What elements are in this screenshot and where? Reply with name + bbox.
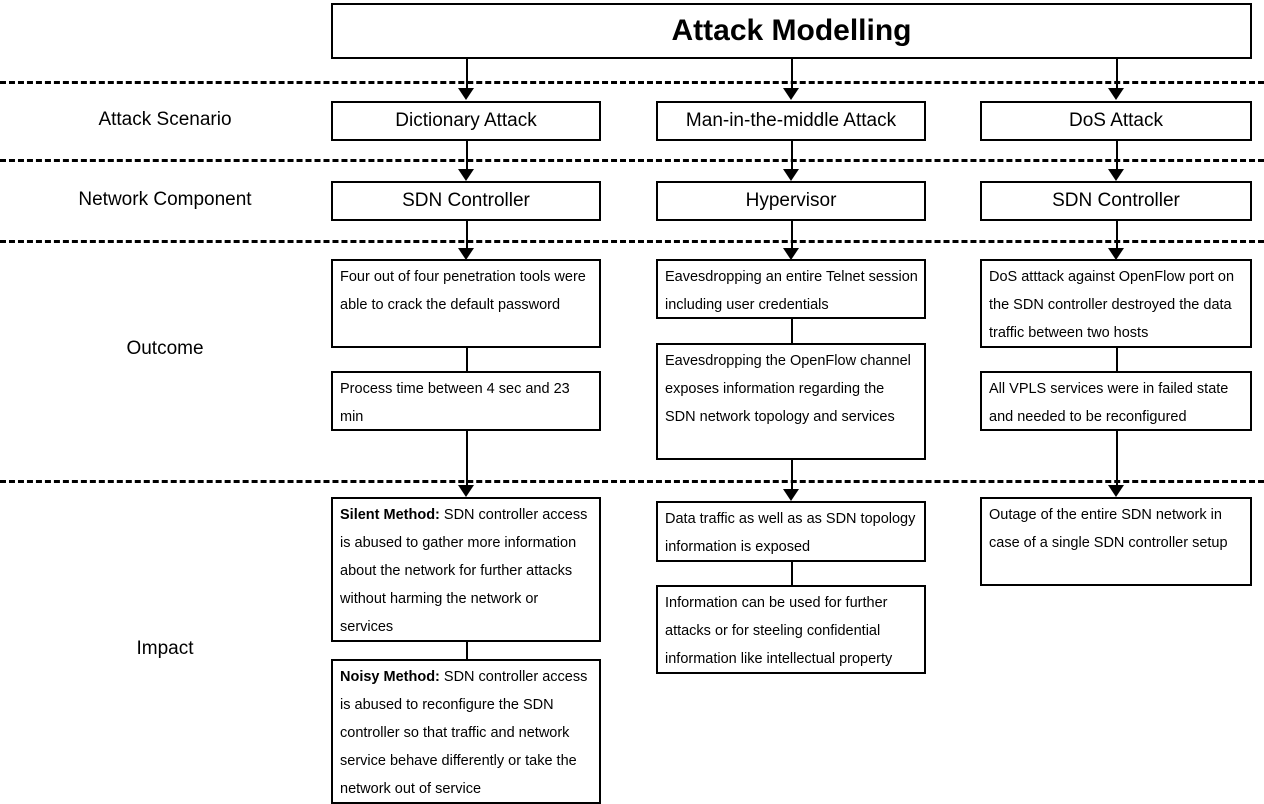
connector-scenario-to-component-col2 — [791, 141, 793, 174]
connector-component-to-outcome-col2 — [791, 221, 793, 253]
node-attack-scenario-col3: DoS Attack — [980, 101, 1252, 141]
row-label-network-component: Network Component — [78, 189, 252, 210]
impact-box-col1-2: Noisy Method: SDN controller access is a… — [331, 659, 601, 804]
outcome-box-col2-2: Eavesdropping the OpenFlow channel expos… — [656, 343, 926, 460]
row-label-impact: Impact — [136, 638, 194, 659]
node-label: DoS Attack — [1069, 110, 1163, 131]
outcome-box-col2-1: Eavesdropping an entire Telnet session i… — [656, 259, 926, 319]
arrow-head-scenario-to-component-col1 — [458, 169, 474, 181]
connector-scenario-to-component-col3 — [1116, 141, 1118, 174]
impact-box-col3-1: Outage of the entire SDN network in case… — [980, 497, 1252, 586]
node-label: SDN Controller — [402, 190, 530, 211]
connector-outcome1-to-outcome2-col3 — [1116, 348, 1118, 371]
connector-component-to-outcome-col3 — [1116, 221, 1118, 253]
node-network-component-col2: Hypervisor — [656, 181, 926, 221]
node-network-component-col1: SDN Controller — [331, 181, 601, 221]
diagram-title-box: Attack Modelling — [331, 3, 1252, 59]
node-label: Man-in-the-middle Attack — [685, 110, 897, 131]
connector-outcome-to-impact-col3 — [1116, 431, 1118, 490]
arrow-head-scenario-to-component-col2 — [783, 169, 799, 181]
impact-body-text: Data traffic as well as as SDN topology … — [665, 511, 916, 555]
arrow-head-scenario-to-component-col3 — [1108, 169, 1124, 181]
impact-box-col2-1: Data traffic as well as as SDN topology … — [656, 501, 926, 562]
impact-body-text: Outage of the entire SDN network in case… — [989, 507, 1228, 551]
arrow-head-outcome-to-impact-col3 — [1108, 485, 1124, 497]
arrow-head-component-to-outcome-col2 — [783, 248, 799, 260]
node-label: Hypervisor — [745, 190, 837, 211]
arrow-head-title-to-scenario-col2 — [783, 88, 799, 100]
node-network-component-col3: SDN Controller — [980, 181, 1252, 221]
outcome-box-col1-2: Process time between 4 sec and 23 min — [331, 371, 601, 431]
separator-line-2 — [0, 159, 1264, 162]
node-attack-scenario-col1: Dictionary Attack — [331, 101, 601, 141]
arrow-head-outcome-to-impact-col2 — [783, 489, 799, 501]
impact-lead-label: Noisy Method: — [340, 669, 440, 685]
impact-body-text: SDN controller access is abused to gathe… — [340, 507, 588, 635]
separator-line-1 — [0, 81, 1264, 84]
node-label: Dictionary Attack — [395, 110, 537, 131]
impact-body-text: SDN controller access is abused to recon… — [340, 669, 588, 797]
row-label-outcome: Outcome — [126, 338, 204, 359]
separator-line-3 — [0, 240, 1264, 243]
arrow-head-title-to-scenario-col3 — [1108, 88, 1124, 100]
connector-component-to-outcome-col1 — [466, 221, 468, 253]
connector-title-to-scenario-col2 — [791, 59, 793, 92]
arrow-head-component-to-outcome-col1 — [458, 248, 474, 260]
connector-outcome1-to-outcome2-col2 — [791, 319, 793, 343]
connector-outcome-to-impact-col2 — [791, 460, 793, 493]
arrow-head-component-to-outcome-col3 — [1108, 248, 1124, 260]
node-attack-scenario-col2: Man-in-the-middle Attack — [656, 101, 926, 141]
arrow-head-title-to-scenario-col1 — [458, 88, 474, 100]
page-title: Attack Modelling — [671, 14, 912, 47]
impact-lead-label: Silent Method: — [340, 507, 440, 523]
impact-body-text: Information can be used for further atta… — [665, 595, 893, 667]
connector-scenario-to-component-col1 — [466, 141, 468, 174]
connector-impact1-to-impact2-col2 — [791, 562, 793, 585]
arrow-head-outcome-to-impact-col1 — [458, 485, 474, 497]
outcome-box-col3-1: DoS atttack against OpenFlow port on the… — [980, 259, 1252, 348]
outcome-box-col3-2: All VPLS services were in failed state a… — [980, 371, 1252, 431]
separator-line-4 — [0, 480, 1264, 483]
connector-outcome-to-impact-col1 — [466, 431, 468, 490]
impact-box-col2-2: Information can be used for further atta… — [656, 585, 926, 674]
outcome-box-col1-1: Four out of four penetration tools were … — [331, 259, 601, 348]
impact-box-col1-1: Silent Method: SDN controller access is … — [331, 497, 601, 642]
connector-impact1-to-impact2-col1 — [466, 642, 468, 659]
connector-title-to-scenario-col1 — [466, 59, 468, 92]
node-label: SDN Controller — [1052, 190, 1180, 211]
connector-outcome1-to-outcome2-col1 — [466, 348, 468, 371]
connector-title-to-scenario-col3 — [1116, 59, 1118, 92]
row-label-attack-scenario: Attack Scenario — [98, 109, 232, 130]
